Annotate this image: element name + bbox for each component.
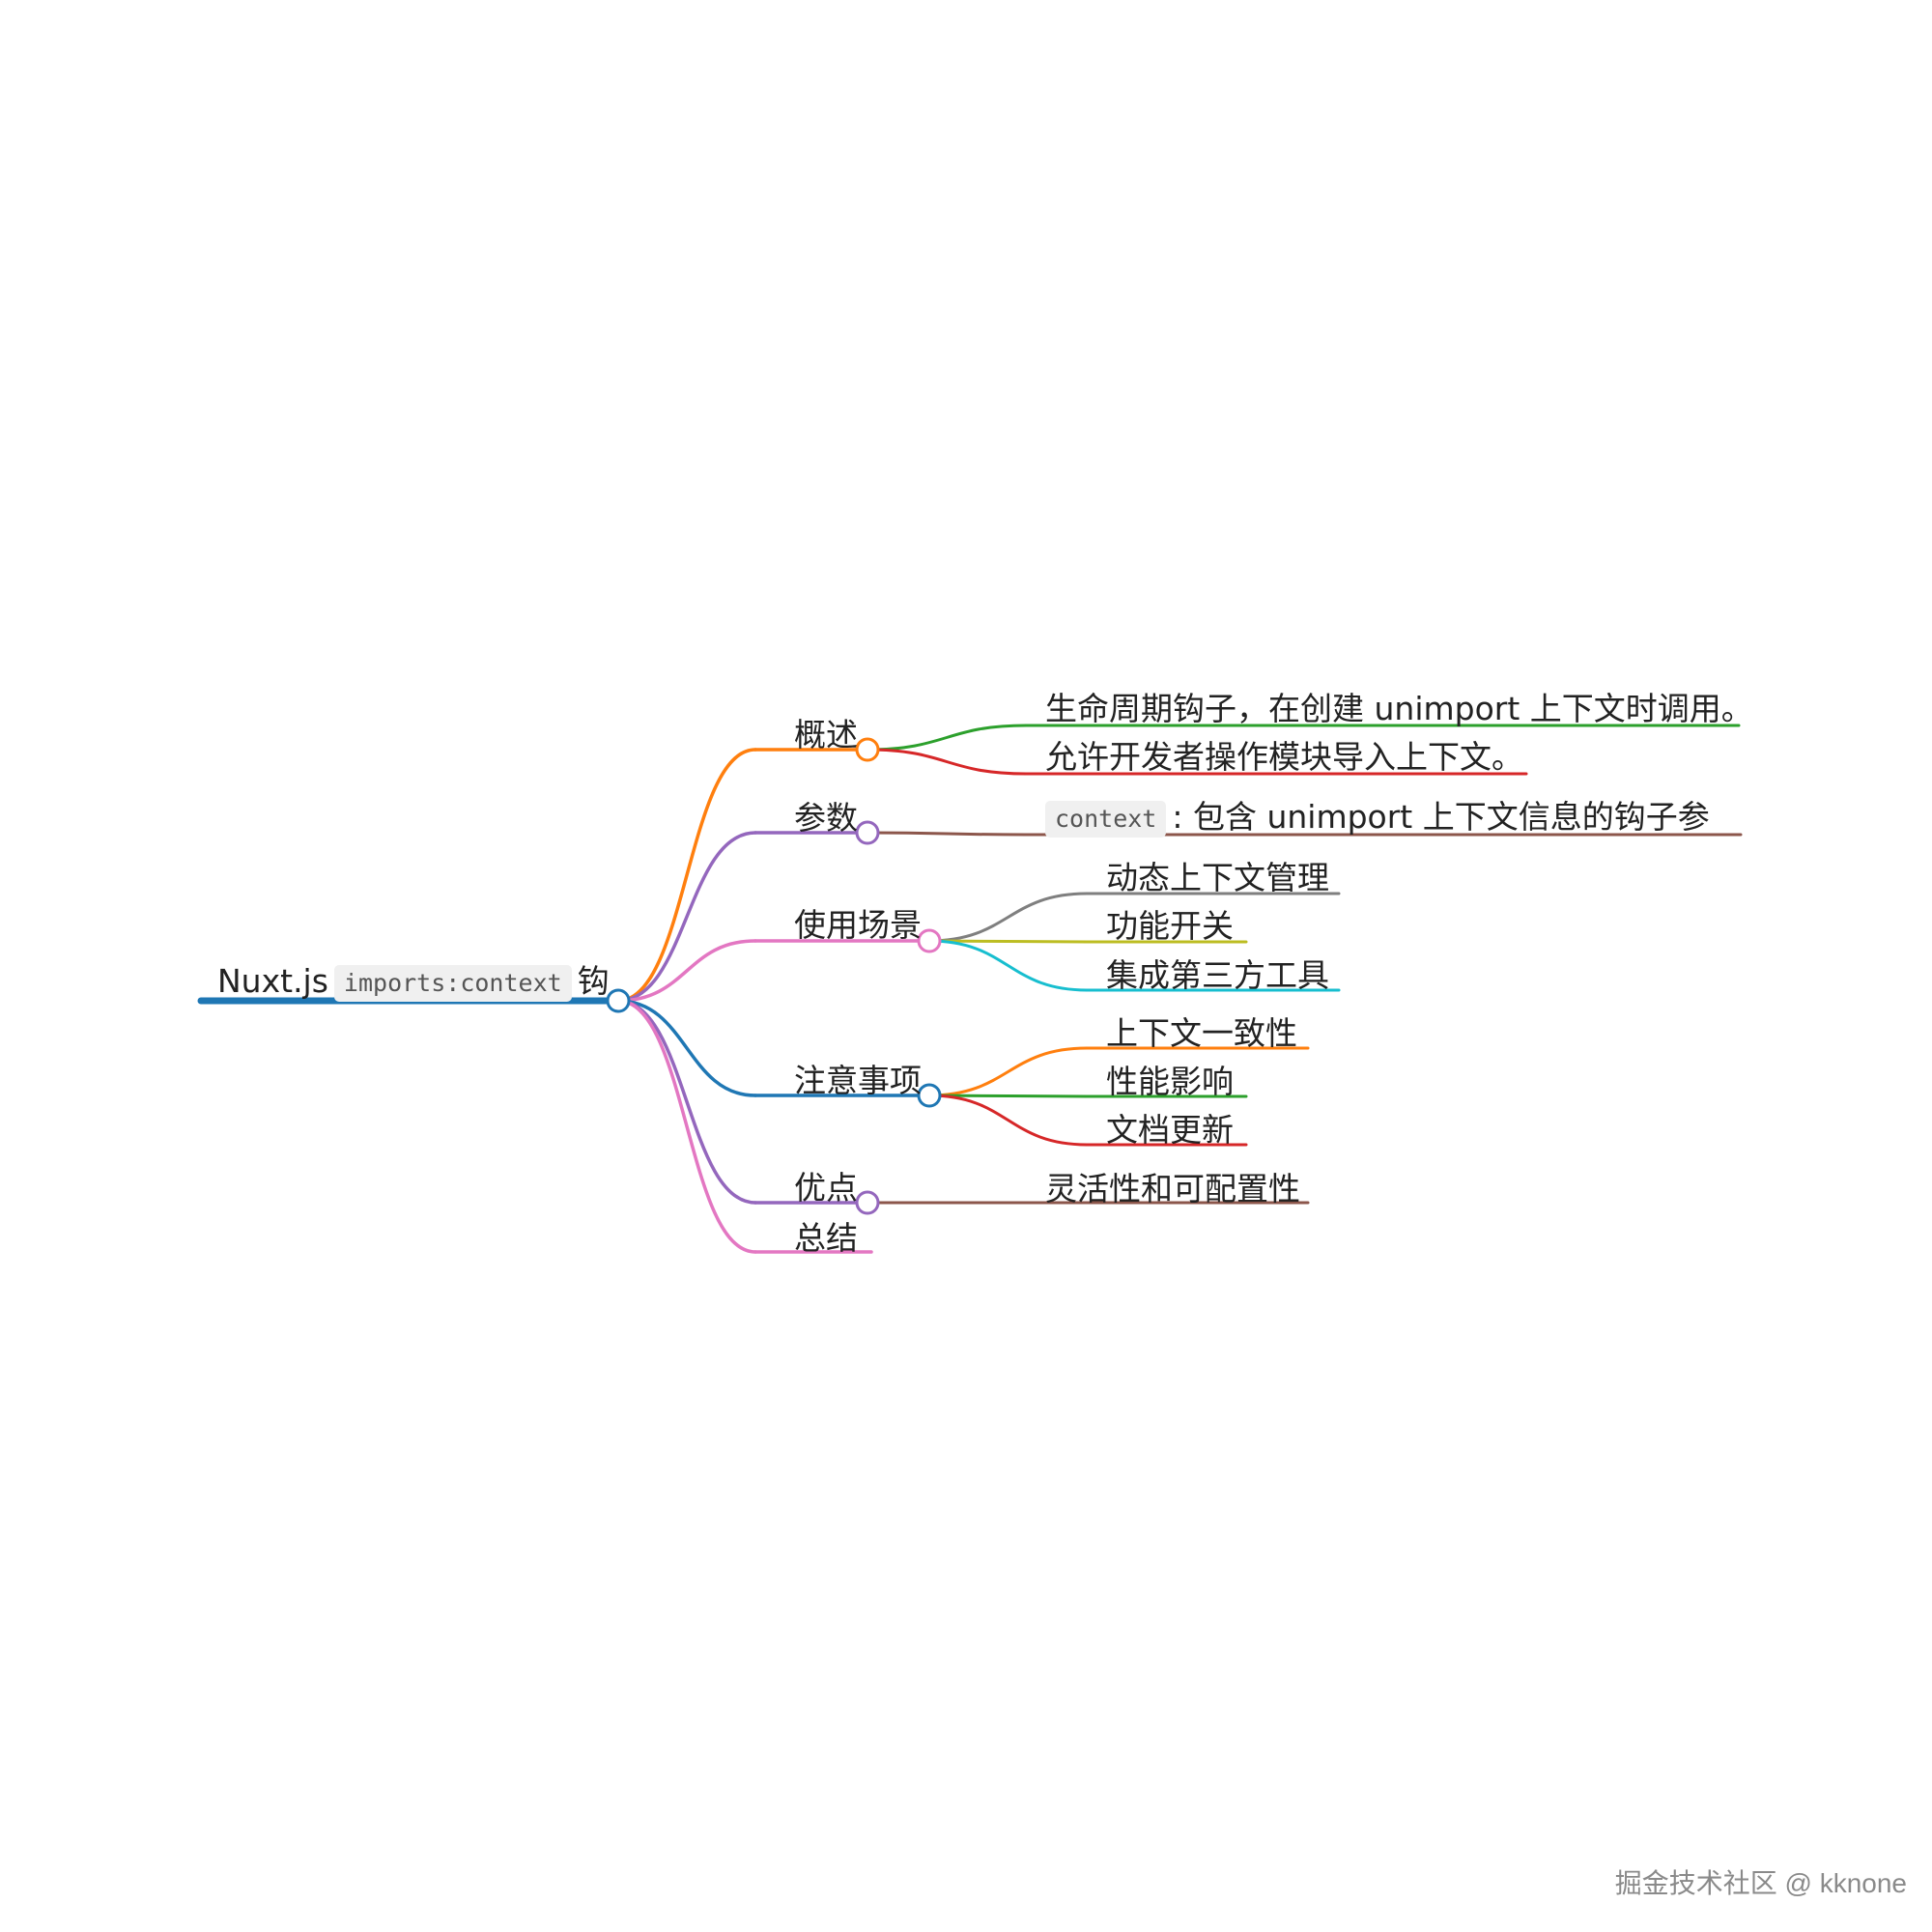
watermark-text: 掘金技术社区 @ kknone [1614, 1868, 1907, 1898]
leaf-params-1: context: 包含 unimport 上下文信息的钩子参 [1045, 798, 1710, 838]
leaf-link-3-2 [927, 1094, 1089, 1147]
leaf-link-2-1 [927, 939, 1089, 944]
leaf-use-cases-1: 动态上下文管理 [1106, 859, 1329, 896]
leaf-link-1-0 [866, 831, 1028, 837]
leaf-link-2-0 [927, 892, 1089, 943]
leaf-overview-1: 生命周期钩子，在创建 unimport 上下文时调用。 [1045, 690, 1753, 727]
root-node-circle [606, 988, 631, 1013]
branch-node-circle-1 [855, 820, 880, 845]
leaf-notes-1: 上下文一致性 [1106, 1014, 1297, 1052]
leaf-overview-2: 允许开发者操作模块导入上下文。 [1045, 738, 1523, 776]
branch-notes-label: 注意事项 [794, 1062, 922, 1099]
branch-node-circle-0 [855, 737, 880, 762]
branch-node-circle-2 [917, 928, 942, 953]
branch-link-5 [616, 999, 757, 1254]
branch-link-1 [616, 831, 757, 1003]
branch-node-circle-3 [917, 1083, 942, 1108]
leaf-use-cases-2: 功能开关 [1106, 907, 1234, 945]
leaf-link-0-1 [866, 748, 1028, 776]
root-prefix: Nuxt.js [217, 962, 328, 1000]
root-code: imports:context [333, 964, 572, 1002]
branch-use-cases-label: 使用场景 [794, 906, 922, 944]
branch-overview-label: 概述 [794, 716, 858, 753]
branch-summary-label: 总结 [794, 1219, 858, 1257]
leaf-params-text: : 包含 unimport 上下文信息的钩子参 [1172, 798, 1710, 836]
branch-link-4 [616, 999, 757, 1205]
leaf-link-3-1 [927, 1094, 1089, 1098]
root-suffix: 钩 [577, 962, 610, 1000]
branch-params-label: 参数 [794, 799, 858, 837]
leaf-link-0-0 [866, 724, 1028, 752]
leaf-link-3-0 [927, 1046, 1089, 1097]
branch-link-0 [616, 748, 757, 1003]
leaf-notes-3: 文档更新 [1106, 1111, 1234, 1149]
leaf-params-code: context [1045, 800, 1167, 838]
leaf-use-cases-3: 集成第三方工具 [1106, 956, 1329, 994]
leaf-notes-2: 性能影响 [1106, 1063, 1234, 1100]
branch-advantages-label: 优点 [794, 1169, 858, 1207]
branch-link-2 [616, 939, 757, 1003]
branch-link-3 [616, 999, 757, 1097]
branch-node-circle-4 [855, 1190, 880, 1215]
leaf-advantages-1: 灵活性和可配置性 [1045, 1170, 1300, 1208]
leaf-link-2-2 [927, 939, 1089, 992]
